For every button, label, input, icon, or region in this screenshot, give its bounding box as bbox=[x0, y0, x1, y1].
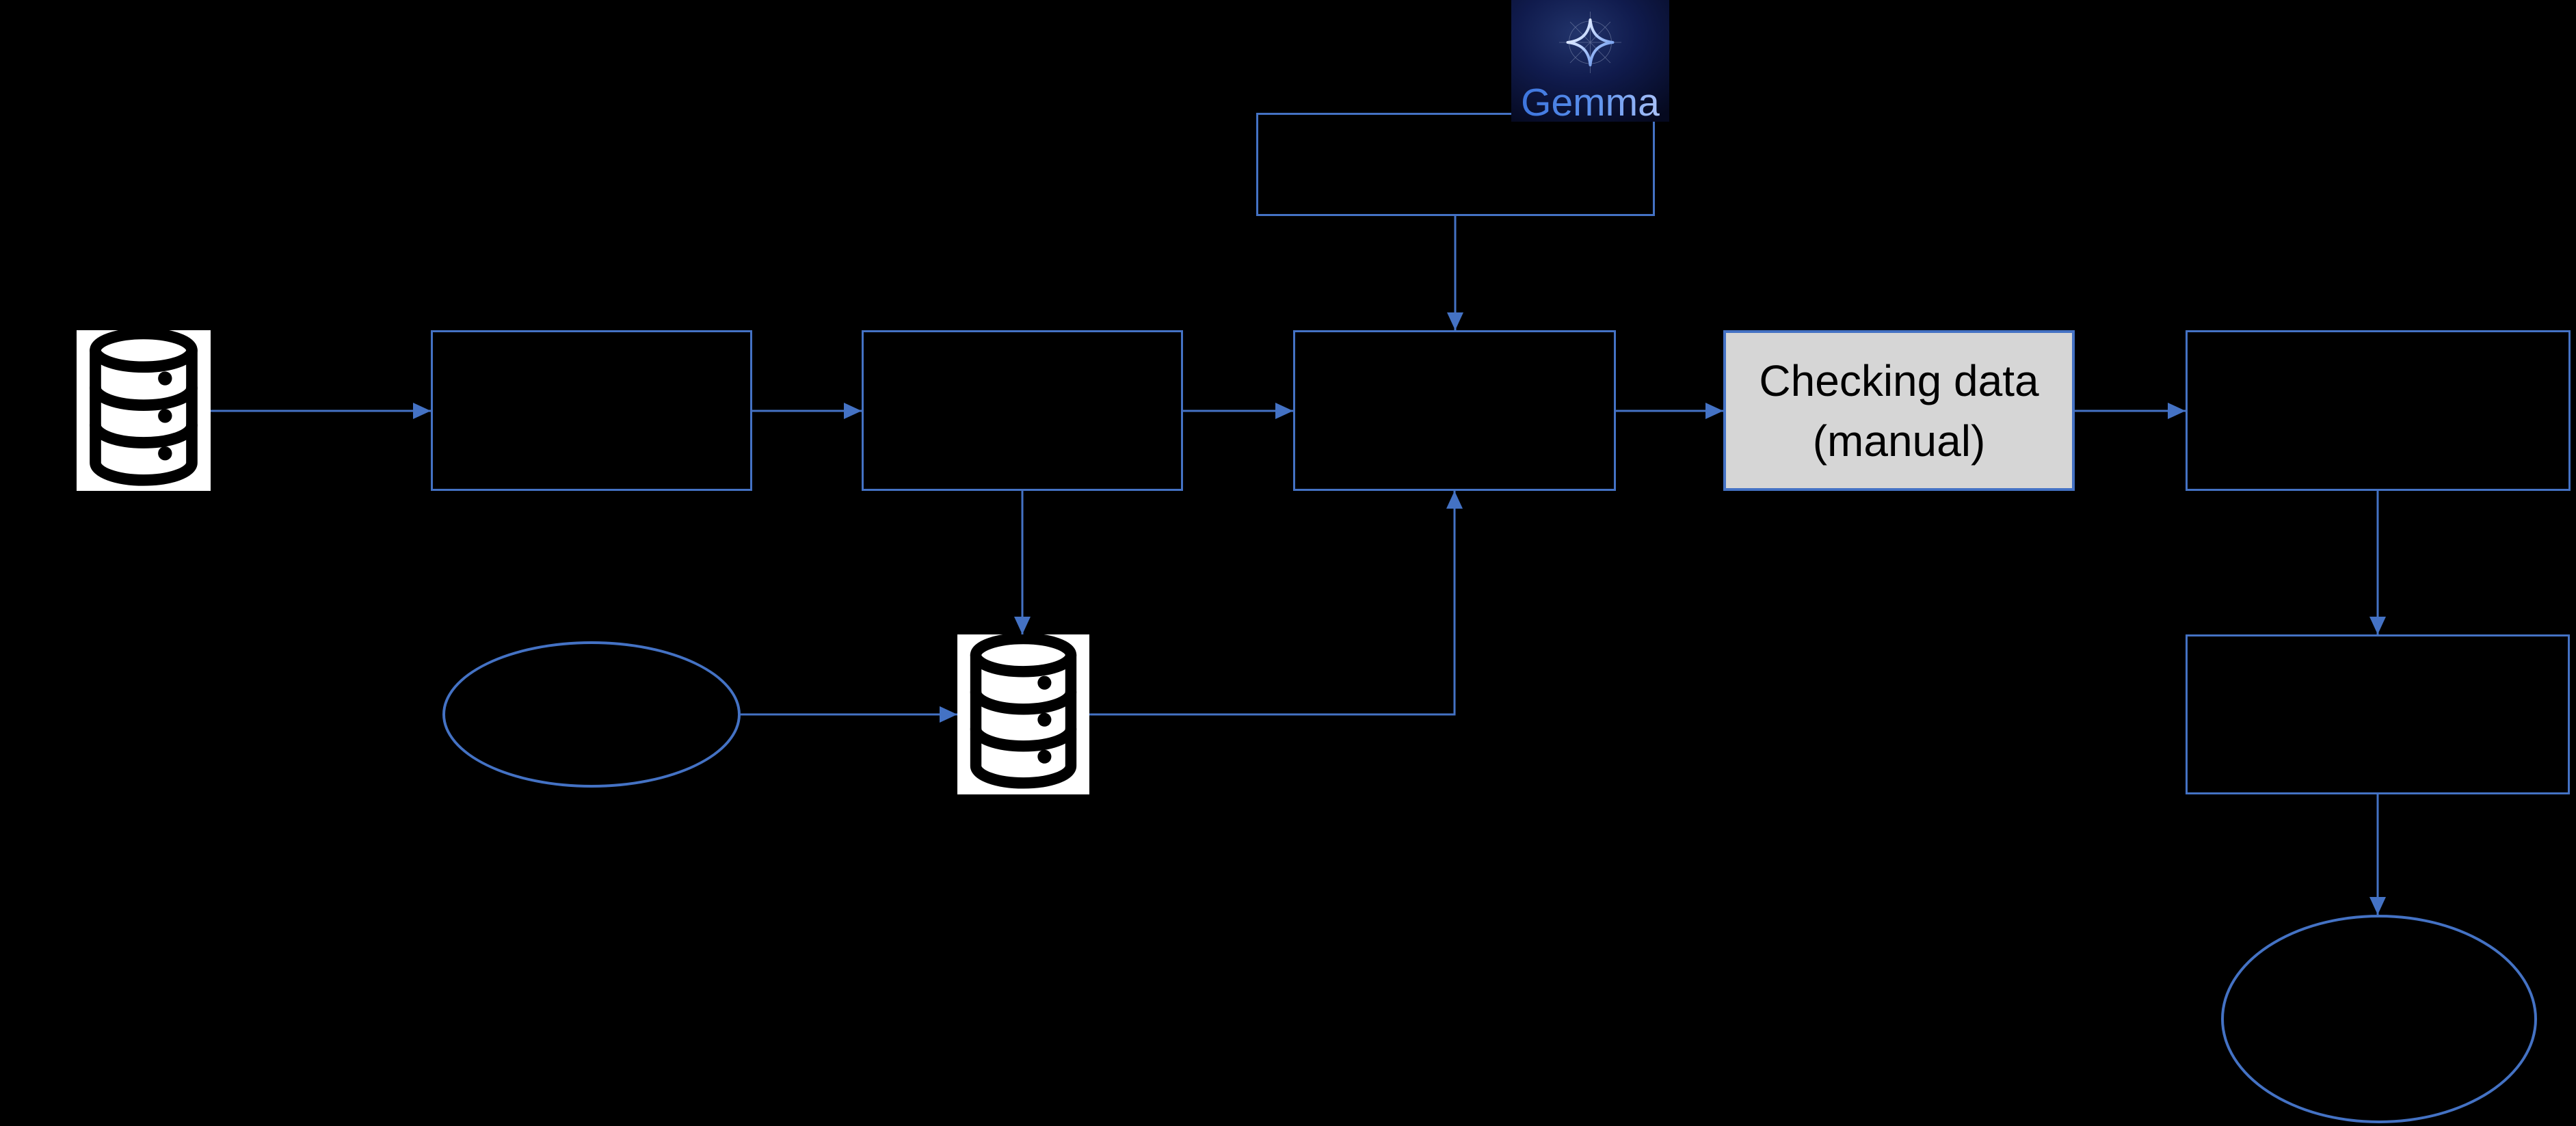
step-box-3 bbox=[1293, 330, 1616, 491]
staging-database-tile bbox=[957, 634, 1089, 794]
step-box-1 bbox=[431, 330, 752, 491]
checking-box: Checking data (manual) bbox=[1723, 330, 2075, 491]
step-box-2 bbox=[862, 330, 1183, 491]
gemma-model-box bbox=[1256, 113, 1655, 216]
source-database-tile bbox=[77, 330, 211, 491]
checking-box-label-line2: (manual) bbox=[1812, 416, 1986, 466]
output-ellipse bbox=[2221, 915, 2537, 1123]
database-icon bbox=[970, 634, 1077, 789]
arrow-staging-db-to-step3 bbox=[1089, 491, 1463, 716]
database-icon bbox=[90, 330, 198, 486]
gemma-wordmark: Gemma bbox=[1521, 81, 1660, 122]
step-box-5 bbox=[2186, 634, 2570, 794]
checking-box-label-line1: Checking data bbox=[1759, 356, 2039, 405]
input-ellipse bbox=[442, 641, 741, 788]
step-box-4 bbox=[2186, 330, 2571, 491]
gemma-logo-tile: Gemma bbox=[1511, 0, 1669, 122]
gemma-sparkle-icon: Gemma bbox=[1511, 0, 1669, 122]
